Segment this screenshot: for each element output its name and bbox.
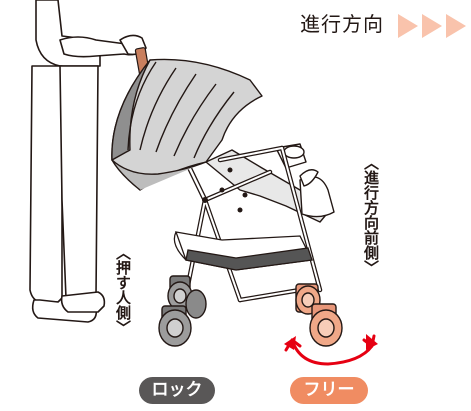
frame-hinges	[202, 167, 248, 213]
person-figure	[29, 0, 147, 323]
pusher-side-label: 〈押す人側〉	[114, 245, 132, 335]
lock-badge: ロック	[139, 377, 215, 404]
free-badge: フリー	[290, 377, 368, 404]
direction-arrows-icon	[398, 14, 466, 38]
stroller-basket	[173, 231, 313, 271]
rotation-arrow-head-right	[366, 334, 378, 350]
rotation-arrow-head-left	[284, 336, 296, 350]
front-wheels	[295, 283, 343, 347]
front-side-label: 〈進行方向前側〉	[362, 155, 380, 275]
rear-wheels	[158, 275, 207, 347]
stroller-seat	[205, 143, 335, 223]
direction-label: 進行方向	[300, 12, 384, 36]
stroller-canopy	[111, 58, 263, 191]
